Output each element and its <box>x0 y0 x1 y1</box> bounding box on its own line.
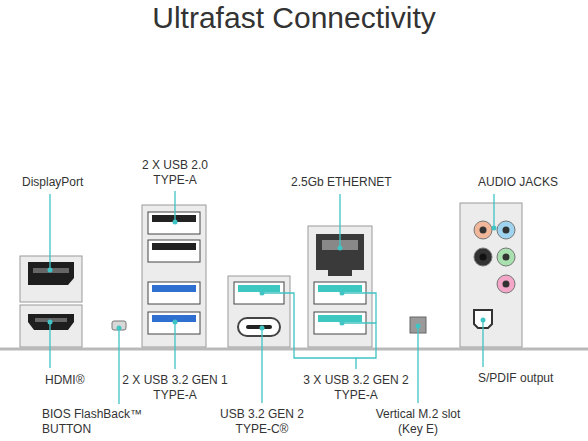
leader-dot <box>260 291 265 296</box>
port-label: BIOS FlashBack™ BUTTON <box>42 407 154 437</box>
port-label: Vertical M.2 slot (Key E) <box>364 407 472 437</box>
leader-line <box>261 328 262 403</box>
leader-line <box>174 191 175 222</box>
leader-line <box>49 322 50 368</box>
hdmi-housing <box>20 305 82 347</box>
usb-c-tongue <box>246 325 272 329</box>
port-label: USB 3.2 GEN 2 TYPE-C® <box>210 407 314 437</box>
page-title: Ultrafast Connectivity <box>0 0 588 36</box>
usb3-tongue <box>152 285 196 292</box>
leader-dot <box>173 220 178 225</box>
audio-jack-hole <box>480 254 487 261</box>
usb2-port <box>148 212 200 234</box>
usb3-port <box>148 282 200 304</box>
hdmi-connector <box>28 314 74 330</box>
leader-line <box>339 194 340 248</box>
usb2-tongue <box>152 243 196 250</box>
leader-lines <box>50 191 494 404</box>
leader-dot <box>173 320 178 325</box>
audio-jack-hole <box>503 254 510 261</box>
audio-jack <box>497 248 515 266</box>
leader-dot <box>117 326 122 331</box>
port-label: 2 X USB 3.2 GEN 1 TYPE-A <box>111 373 239 403</box>
audio-jack <box>474 248 492 266</box>
port-label: 3 X USB 3.2 GEN 2 TYPE-A <box>292 373 420 403</box>
leader-line <box>342 293 376 323</box>
usb-stack-housing <box>142 205 206 347</box>
leader-dot <box>481 318 486 323</box>
usb-c-port <box>238 318 280 336</box>
leader-dot <box>492 226 497 231</box>
port-label: 2.5Gb ETHERNET <box>291 175 392 190</box>
displayport-tongue <box>33 268 69 273</box>
audio-jack-hole <box>503 227 510 234</box>
port-label: DisplayPort <box>22 175 83 190</box>
leader-line <box>493 194 494 228</box>
leader-line <box>482 320 483 367</box>
port-label: S/PDIF output <box>478 371 553 386</box>
port-label: AUDIO JACKS <box>478 175 558 190</box>
port-label: HDMI® <box>45 373 85 388</box>
leader-dot <box>260 326 265 331</box>
leader-dot <box>48 268 53 273</box>
leader-dot <box>340 291 345 296</box>
leader-dot <box>48 320 53 325</box>
audio-jack-hole <box>503 281 510 288</box>
audio-jack <box>497 221 515 239</box>
leader-dot <box>340 321 345 326</box>
audio-jack <box>497 275 515 293</box>
displayport-connector <box>28 262 74 285</box>
leader-line <box>262 293 356 369</box>
port-label: 2 X USB 2.0 TYPE-A <box>129 158 221 188</box>
usb-gen2-tongue <box>318 315 362 322</box>
audio-jack-hole <box>480 227 487 234</box>
audio-jack <box>474 221 492 239</box>
leader-line <box>118 328 119 404</box>
usbc-stack-housing <box>228 276 290 347</box>
usb3-port <box>148 312 200 334</box>
bios-button <box>112 321 126 330</box>
usb2-port <box>148 240 200 262</box>
leader-dots <box>48 220 497 331</box>
leader-line <box>342 323 376 358</box>
usb-gen2-tongue <box>318 285 362 292</box>
displayport-housing <box>20 256 82 302</box>
leader-line <box>49 194 50 270</box>
usb-gen2-tongue <box>238 285 280 292</box>
leader-line <box>174 322 175 369</box>
leader-dot <box>338 246 343 251</box>
leader-line <box>417 326 418 403</box>
leader-dot <box>416 324 421 329</box>
audio-panel <box>460 203 522 347</box>
